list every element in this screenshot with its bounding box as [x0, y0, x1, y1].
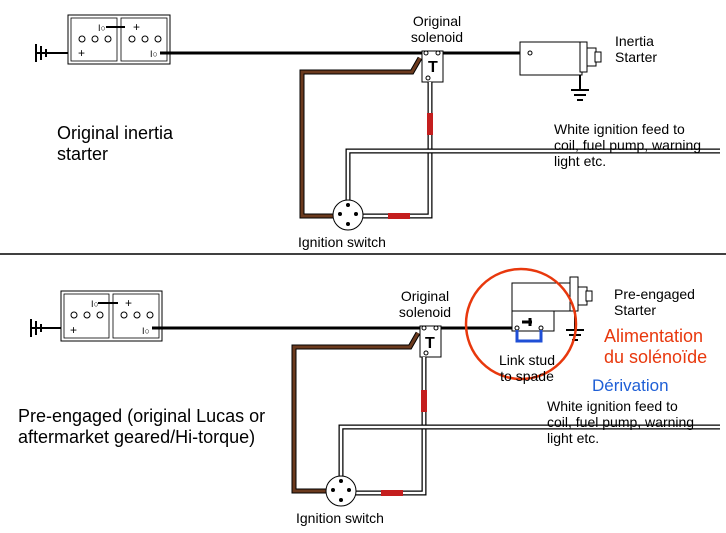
alimentation-note: Alimentation du solénoïde: [604, 326, 708, 367]
brown-wire-bottom: [292, 332, 420, 493]
solenoid-bottom: T: [419, 325, 442, 358]
ignition-switch-top: [332, 199, 364, 231]
white-feed-top: [346, 149, 720, 200]
bottom-title: Pre-engaged (original Lucas or aftermark…: [18, 406, 266, 447]
ground-symbol-bottom-left: [30, 319, 62, 337]
solenoid-top: T: [421, 50, 444, 83]
pre-engaged-starter: [511, 276, 593, 341]
battery-plus-bottom-2: +: [125, 296, 132, 310]
red-marker-bottom-horizontal: [381, 490, 403, 496]
bottom-switch-label: Ignition switch: [296, 510, 384, 526]
inertia-starter: [519, 41, 602, 101]
battery-plus-top-1: +: [78, 46, 85, 60]
solenoid-letter-top: T: [428, 59, 438, 76]
top-title: Original inertia starter: [57, 123, 174, 164]
solenoid-letter-bottom: T: [425, 335, 435, 352]
battery-contact-bottom-1: I○: [91, 299, 99, 309]
ignition-switch-bottom: [325, 475, 357, 507]
brown-wire-top: [300, 57, 422, 218]
annotation-circle: [464, 267, 578, 381]
red-marker-bottom-vertical: [421, 390, 427, 412]
blue-link-stud: [515, 330, 543, 343]
brown-wire-top-outline: [299, 56, 423, 219]
top-feed-label: White ignition feed to coil, fuel pump, …: [554, 121, 702, 170]
battery-bottom: + + I○ I○: [60, 290, 163, 342]
red-marker-top-vertical: [427, 113, 433, 135]
battery-top: + + I○ I○: [67, 14, 171, 65]
battery-contact-bottom-2: I○: [142, 326, 150, 336]
top-starter-label: Inertia Starter: [615, 33, 658, 66]
brown-wire-bottom-outline: [291, 331, 421, 494]
top-diagram: + + I○ I○ T: [35, 14, 720, 231]
bottom-solenoid-label: Original solenoid: [398, 288, 452, 321]
battery-contact-top-1: I○: [98, 23, 106, 33]
battery-plus-bottom-1: +: [70, 323, 77, 337]
red-marker-top-horizontal: [388, 213, 410, 219]
white-feed-bottom: [339, 425, 720, 476]
bottom-starter-label: Pre-engaged Starter: [614, 286, 695, 319]
link-stud-label: Link stud to spade: [498, 352, 556, 385]
battery-plus-top-2: +: [133, 20, 140, 34]
top-solenoid-label: Original solenoid: [410, 13, 464, 46]
ground-symbol-top-left: [35, 44, 68, 62]
battery-contact-top-2: I○: [150, 49, 158, 59]
top-switch-label: Ignition switch: [298, 234, 386, 250]
bottom-feed-label: White ignition feed to coil, fuel pump, …: [547, 398, 695, 447]
bottom-diagram: + + I○ I○ T: [30, 267, 720, 507]
derivation-note: Dérivation: [592, 376, 669, 395]
